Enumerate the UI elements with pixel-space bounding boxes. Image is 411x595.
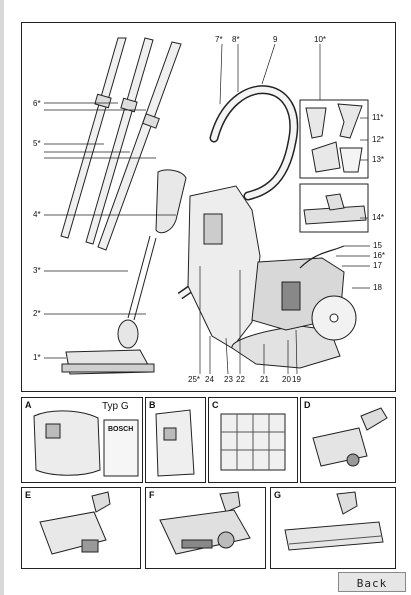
callout-5: 5* [33, 139, 41, 148]
callout-19: 19 [292, 375, 301, 384]
panel-f-label: F [149, 490, 155, 500]
callout-13: 13* [372, 155, 385, 164]
panel-a: A Typ G BOSCH [21, 397, 143, 483]
panel-b-label: B [149, 400, 156, 410]
turbo-brush-drawing [312, 407, 388, 467]
panel-c-label: C [212, 400, 219, 410]
callout-8: 8* [232, 35, 240, 44]
callout-16: 16* [373, 251, 386, 260]
panel-d: D [300, 397, 396, 483]
floor-nozzle [61, 319, 155, 375]
callout-15: 15 [373, 241, 382, 250]
callout-2: 2* [33, 309, 41, 318]
callout-25: 25* [188, 375, 201, 384]
accessory-nozzles [305, 103, 363, 173]
callout-4: 4* [33, 210, 41, 219]
back-button[interactable]: Back [338, 572, 406, 592]
dust-bag-drawing [33, 410, 139, 477]
parquet-nozzle [303, 193, 367, 225]
panel-g: G [270, 487, 396, 569]
callout-22: 22 [236, 375, 245, 384]
vacuum-body [187, 185, 357, 369]
panel-g-label: G [274, 490, 282, 500]
telescopic-tubes [60, 37, 182, 251]
bag-type-label: Typ G [102, 401, 129, 412]
callout-18: 18 [373, 283, 382, 292]
panel-e-label: E [25, 490, 32, 500]
panel-a-label: A [25, 400, 32, 410]
callout-17: 17 [373, 261, 382, 270]
panel-f: F [145, 487, 266, 569]
callout-3: 3* [33, 266, 41, 275]
paper-bag-drawing [155, 409, 195, 477]
panel-d-label: D [304, 400, 311, 410]
callout-6: 6* [33, 99, 41, 108]
power-nozzle-drawing [159, 491, 251, 555]
panel-b: B [145, 397, 206, 483]
brush-nozzle-drawing [39, 491, 111, 555]
callout-21: 21 [260, 375, 269, 384]
page-edge [0, 0, 4, 595]
callout-12: 12* [372, 135, 385, 144]
panel-e: E [21, 487, 141, 569]
hose-handle [127, 169, 187, 321]
callout-20: 20 [282, 375, 291, 384]
callout-11: 11* [372, 113, 384, 122]
callout-7: 7* [215, 35, 223, 44]
callout-1: 1* [33, 353, 41, 362]
callout-14: 14* [372, 213, 385, 222]
callout-24: 24 [205, 375, 214, 384]
hard-floor-nozzle-drawing [284, 491, 384, 551]
filter-drawing [220, 413, 286, 471]
panel-c: C [208, 397, 298, 483]
callout-10: 10* [314, 35, 327, 44]
bag-brand-label: BOSCH [108, 426, 134, 433]
callout-23: 23 [224, 375, 233, 384]
callout-9: 9 [273, 35, 278, 44]
